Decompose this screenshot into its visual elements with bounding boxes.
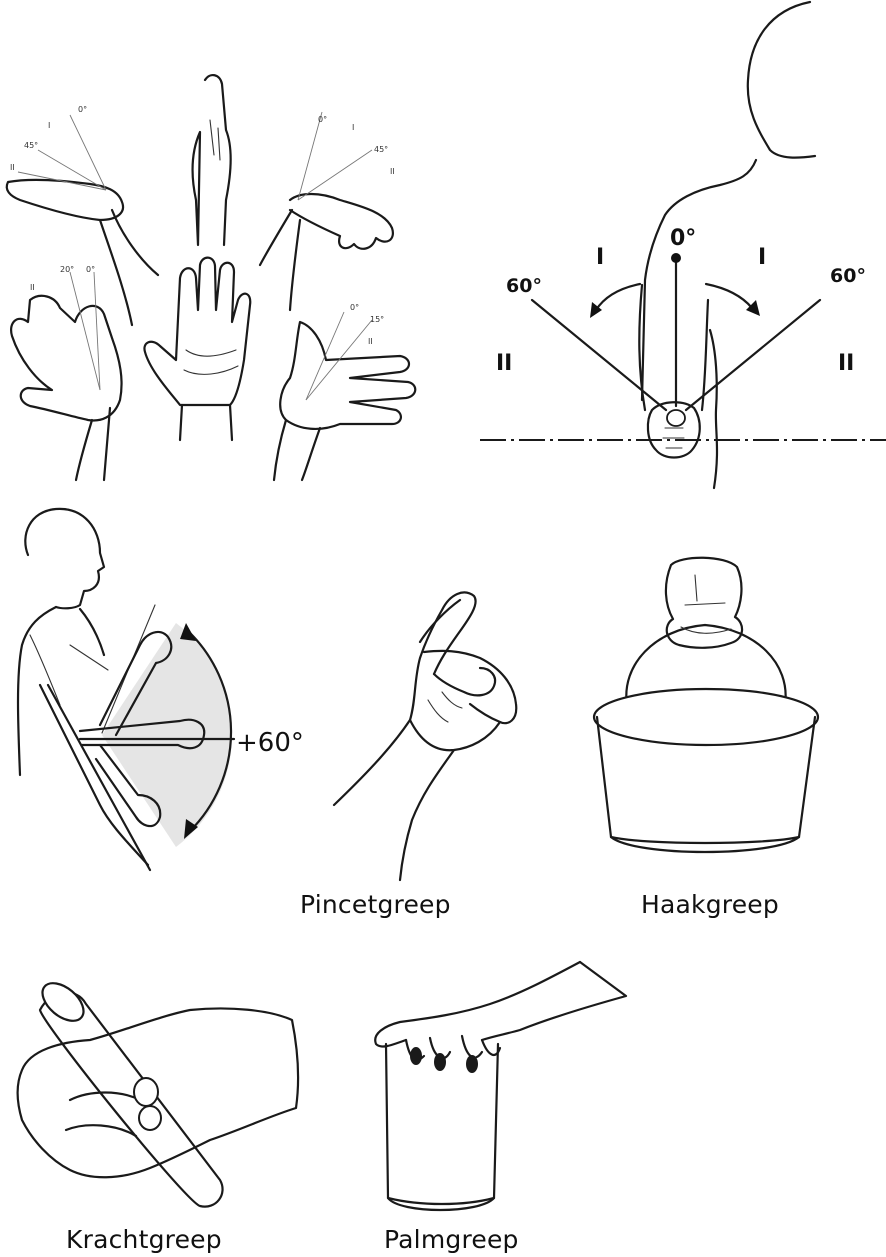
- zero-point-marker: [671, 253, 681, 263]
- zone-i-left-label: I: [596, 245, 604, 270]
- elbow-flexion-figure: +60°: [0, 505, 330, 875]
- rotation-arrows: [590, 282, 760, 318]
- shoulder-outline: [640, 158, 758, 402]
- right-60-label: 60°: [830, 265, 866, 287]
- hook-grip-figure: [585, 545, 825, 875]
- wrist-label-0-bottom-left: 0°: [86, 265, 95, 274]
- wrist-label-45-top-right: 45°: [374, 145, 388, 154]
- hand-ulnar-deviation-drawing: [272, 311, 417, 482]
- fist-drawing: [646, 401, 701, 459]
- cylinder-drawing: [384, 1042, 500, 1212]
- zone-ii-left-label: II: [496, 351, 512, 376]
- hand-extension-drawing: [5, 114, 160, 327]
- palm-grip-caption: Palmgreep: [384, 1225, 519, 1254]
- pinch-hand-drawing: [332, 591, 518, 882]
- wrist-label-ii-bottom-right: II: [368, 337, 373, 346]
- zone-ii-right-label: II: [838, 351, 854, 376]
- power-hand-drawing: [16, 982, 300, 1208]
- wrist-label-ii-top-left: II: [10, 163, 15, 172]
- power-grip-figure: [10, 980, 310, 1220]
- hand-palm-drawing: [143, 256, 252, 442]
- bucket-drawing: [592, 687, 820, 854]
- hand-flexion-drawing: [258, 111, 394, 312]
- wrist-label-45-top-left: 45°: [24, 141, 38, 150]
- torso-outline: [16, 605, 106, 777]
- palm-hand-drawing: [374, 960, 628, 1073]
- hook-hand-drawing: [664, 556, 744, 649]
- power-grip-caption: Krachtgreep: [66, 1225, 222, 1254]
- elbow-angle-label: +60°: [236, 728, 304, 758]
- wrist-label-0-bottom-right: 0°: [350, 303, 359, 312]
- forearm-horizontal-drawing: [78, 718, 236, 750]
- hand-neutral-drawing: [191, 74, 232, 247]
- wrist-label-0-top-left: 0°: [78, 105, 87, 114]
- range-arc: [186, 629, 233, 833]
- wrist-motion-figure: 0° 45° I II 20° 0° II 0° I 45° II 0° 15°…: [0, 60, 430, 490]
- zero-degree-label: 0°: [670, 226, 696, 251]
- wrist-label-i-top-left: I: [48, 121, 50, 130]
- wrist-label-20-bottom-left: 20°: [60, 265, 74, 274]
- arc-arrow-bottom: [184, 819, 198, 839]
- wrist-label-i-top-right: I: [352, 123, 354, 132]
- head-outline: [746, 0, 817, 159]
- wrist-label-ii-bottom-left: II: [30, 283, 35, 292]
- arc-arrow-top: [180, 623, 196, 641]
- right-60-line: [684, 298, 822, 412]
- wrist-label-0-top-right: 0°: [318, 115, 327, 124]
- hook-grip-caption: Haakgreep: [641, 890, 779, 919]
- left-60-line: [530, 298, 668, 412]
- pinch-grip-caption: Pincetgreep: [300, 890, 451, 919]
- wrist-label-15-bottom-right: 15°: [370, 315, 384, 324]
- forearm-raised-drawing: [98, 604, 173, 737]
- forearm-outline: [638, 283, 710, 412]
- pinch-grip-figure: [330, 580, 530, 882]
- shoulder-rotation-figure: 0° 60° 60° I I II II: [470, 0, 886, 490]
- head-outline: [24, 507, 106, 610]
- palm-grip-figure: [370, 960, 640, 1220]
- flexion-range-shading: [102, 623, 233, 847]
- bucket-handle: [625, 623, 787, 707]
- wrist-label-ii-top-right: II: [390, 167, 395, 176]
- left-60-label: 60°: [506, 275, 542, 297]
- forearm-lowered-drawing: [94, 743, 162, 828]
- hand-radial-deviation-drawing: [10, 271, 123, 482]
- body-axis-line: [46, 683, 152, 872]
- zone-i-right-label: I: [758, 245, 766, 270]
